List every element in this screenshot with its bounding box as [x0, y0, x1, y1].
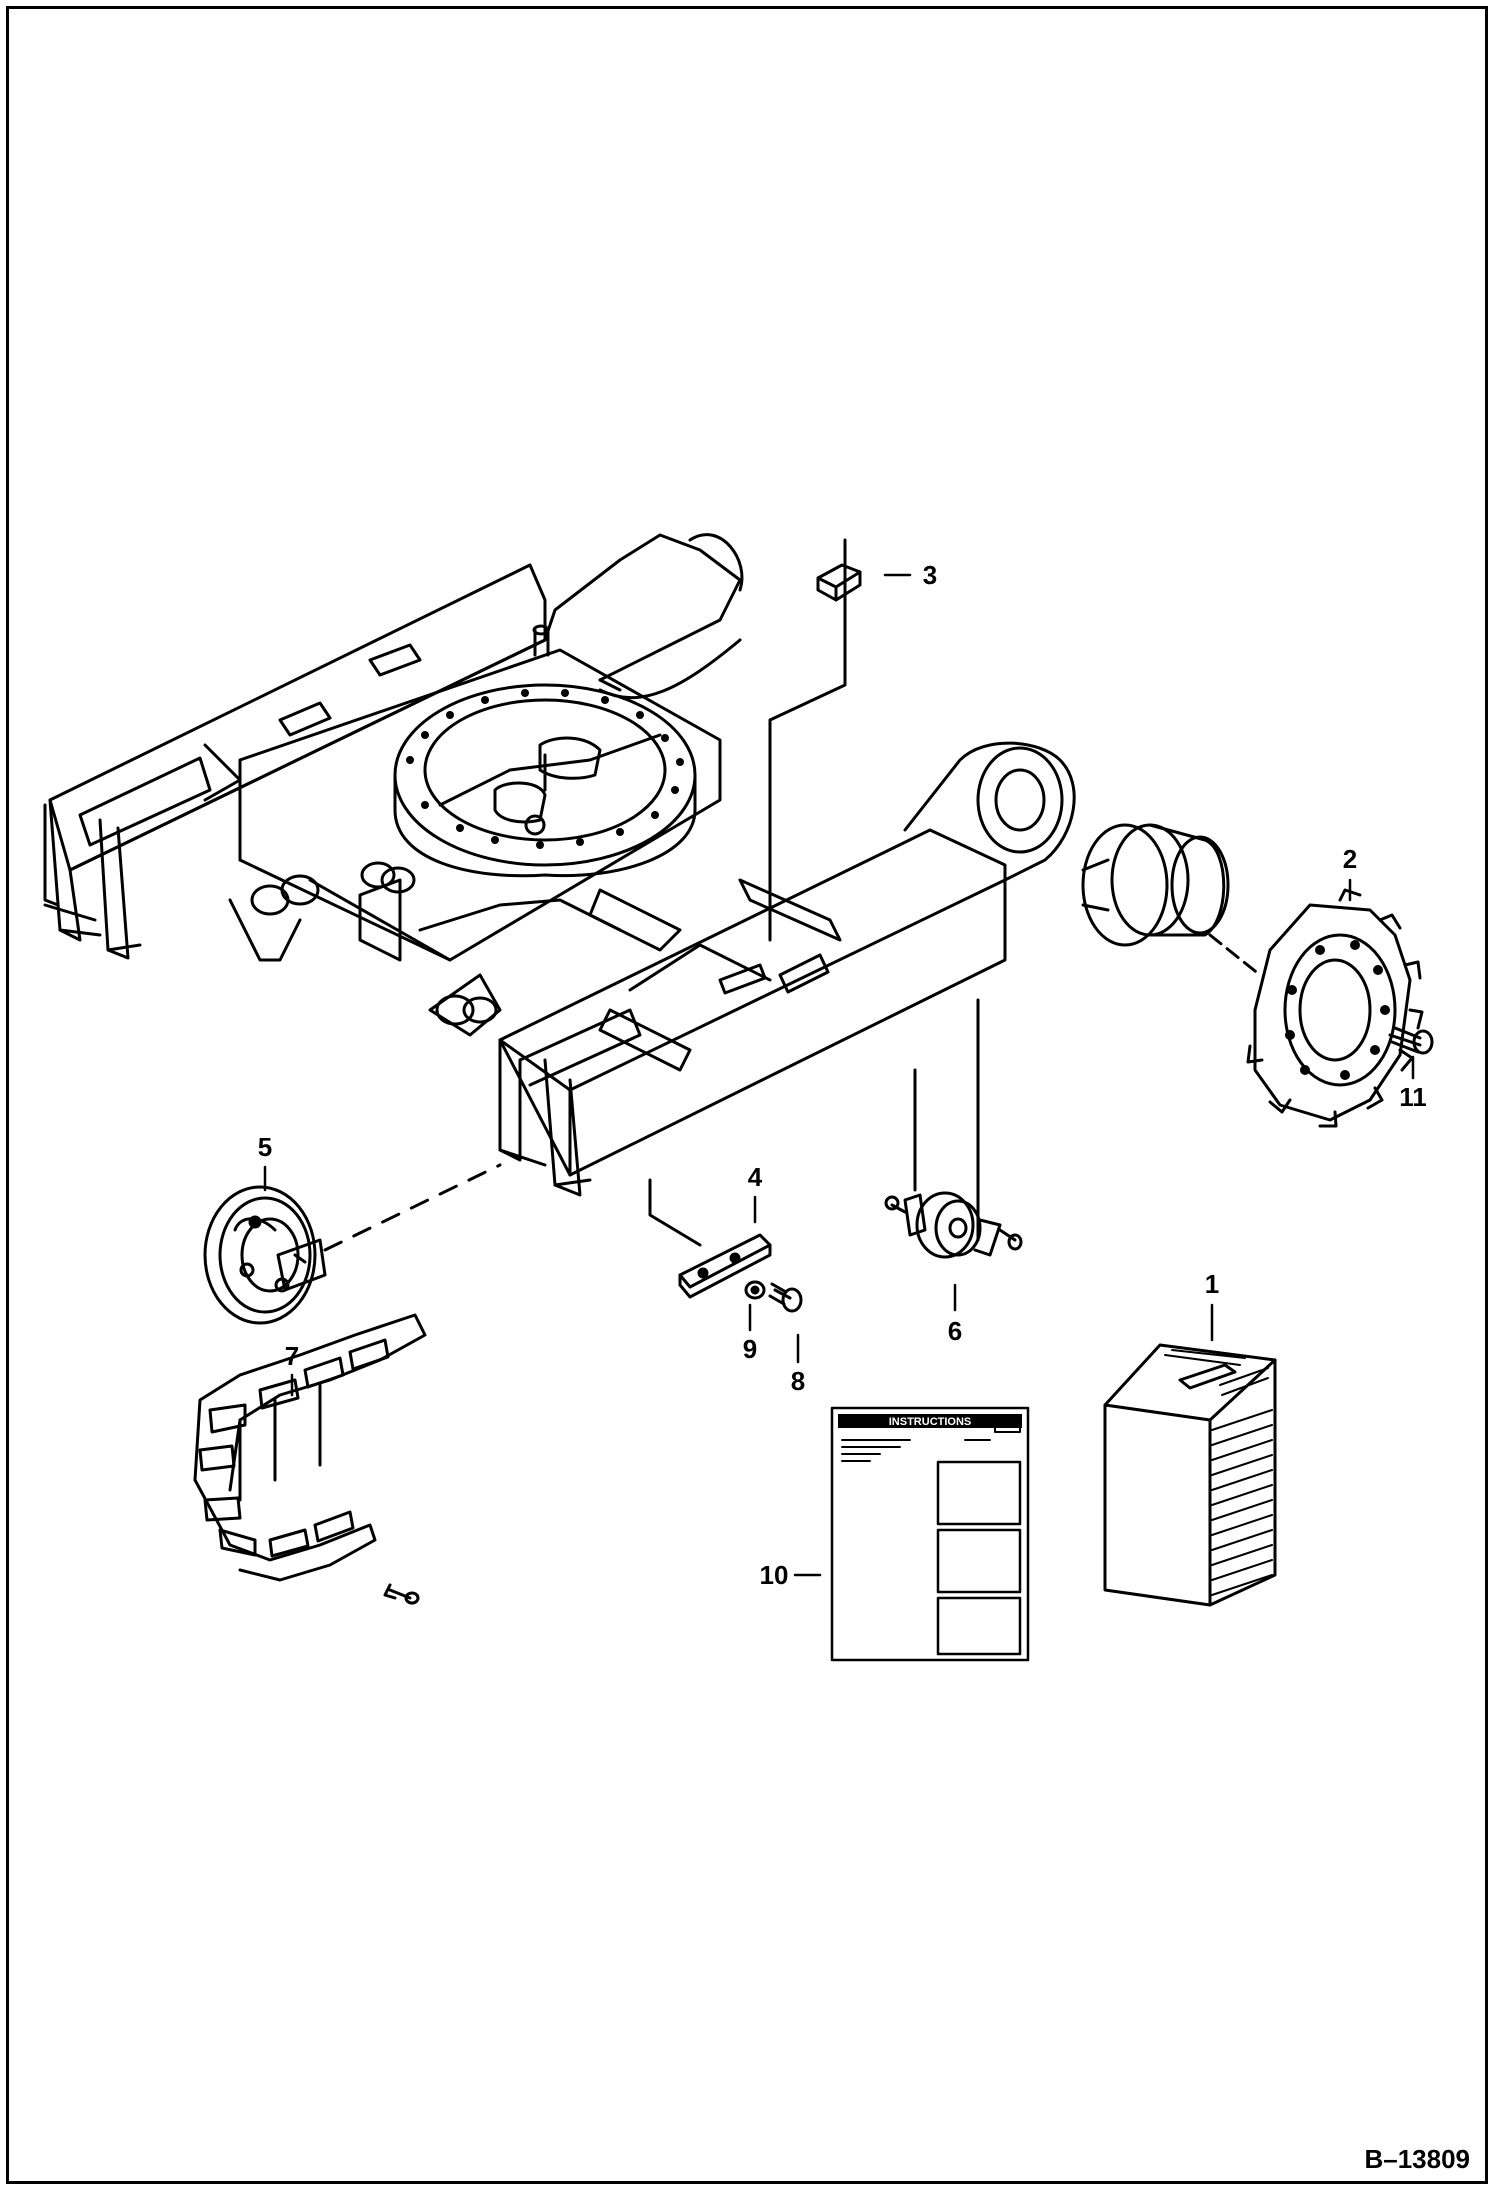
- rubber-track: [193, 1313, 427, 1605]
- track-roller: [884, 1191, 1023, 1259]
- callout-9: 9: [743, 1334, 757, 1364]
- callout-10: 10: [760, 1560, 789, 1590]
- callout-1: 1: [1205, 1269, 1219, 1299]
- leader-3: [768, 538, 847, 942]
- instruction-sheet-title: INSTRUCTIONS: [889, 1416, 972, 1428]
- leader-4: [648, 1178, 702, 1247]
- washer: [744, 1280, 766, 1300]
- parts-box: [1103, 1343, 1277, 1607]
- callout-11: 11: [1399, 1082, 1427, 1112]
- page-border: [6, 6, 1488, 2184]
- alignment-line: [1208, 933, 1262, 977]
- figure-id: B–13809: [1364, 2144, 1470, 2174]
- instruction-sheet: [830, 1406, 1030, 1662]
- callout-8: 8: [791, 1366, 805, 1396]
- callout-4: 4: [748, 1162, 763, 1192]
- bracket-bolt: [768, 1282, 803, 1313]
- callout-3: 3: [923, 560, 937, 590]
- front-idler: [203, 1185, 327, 1325]
- sprocket: [1246, 888, 1424, 1128]
- callout-7: 7: [285, 1341, 299, 1371]
- callout-6: 6: [948, 1316, 962, 1346]
- sprocket-bolt: [1388, 1026, 1434, 1055]
- drive-motor: [1081, 823, 1230, 947]
- callout-2: 2: [1343, 844, 1357, 874]
- guard-bracket: [678, 1233, 772, 1299]
- undercarriage-frame: [43, 533, 1076, 1197]
- callout-leaders: [263, 573, 1415, 1577]
- callout-labels: 1 2 3 4 5 6 7 8 9 10 11: [258, 560, 1427, 1590]
- alignment-line-idler: [323, 1163, 502, 1252]
- callout-5: 5: [258, 1132, 272, 1162]
- wear-block: [816, 563, 862, 602]
